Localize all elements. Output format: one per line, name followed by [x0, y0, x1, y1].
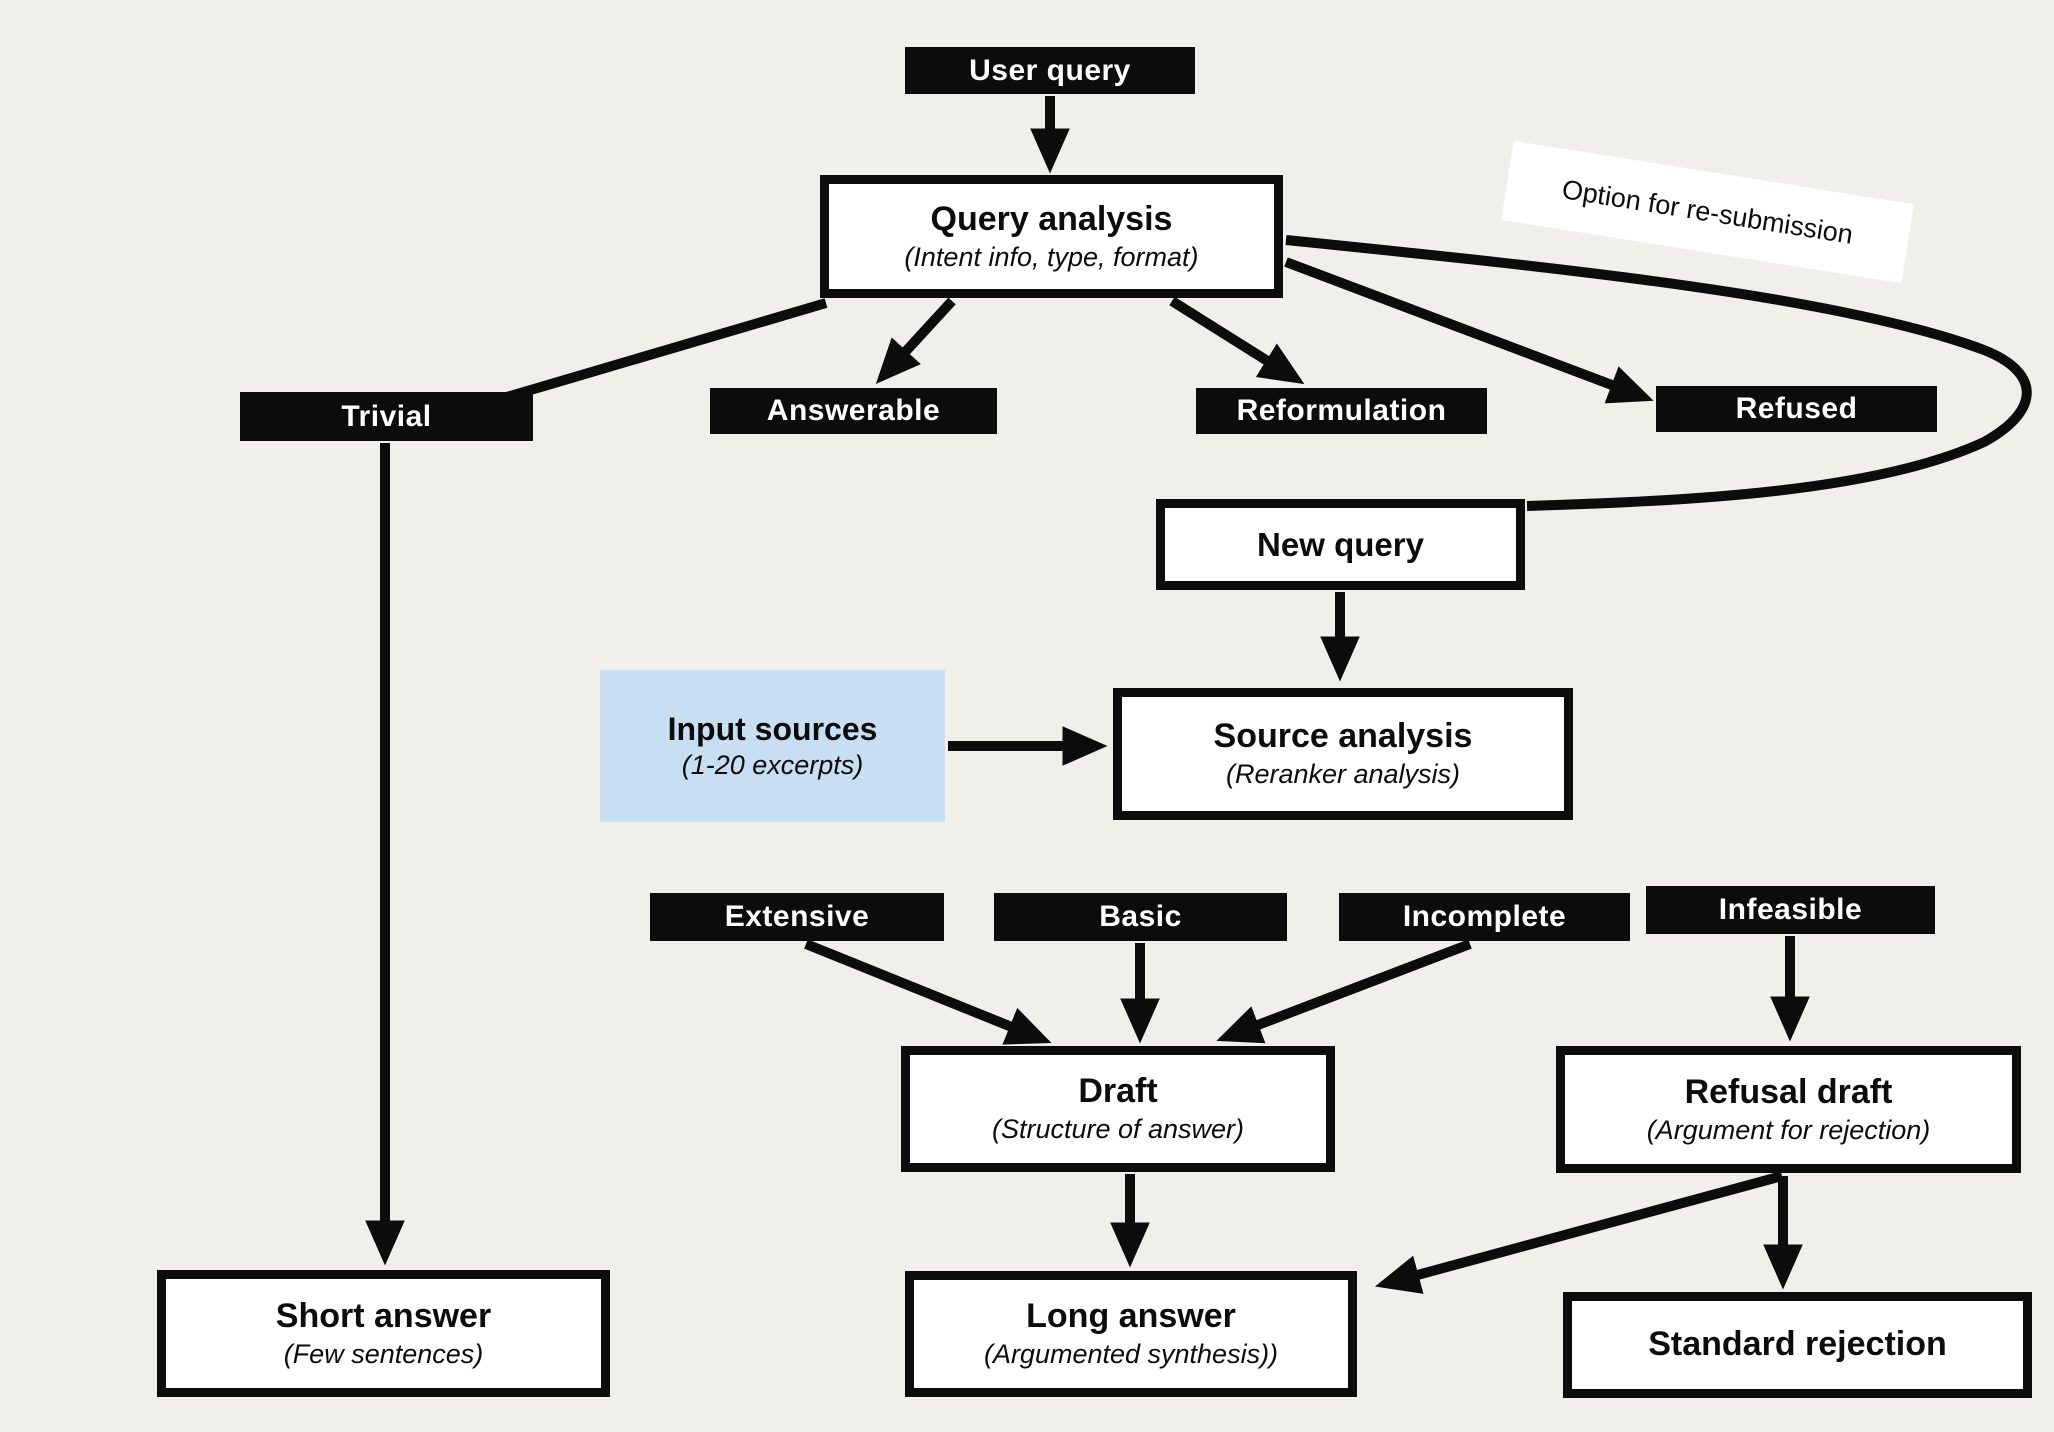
long-answer-subtitle: (Argumented synthesis))	[983, 1339, 1279, 1370]
basic-label: Basic	[1099, 900, 1182, 933]
node-extensive[interactable]: Extensive	[650, 893, 944, 941]
short-answer-title: Short answer	[275, 1296, 492, 1335]
arrow-incomplete-to-draft	[1216, 939, 1472, 1044]
arrow-query-analysis-to-answerable	[875, 297, 956, 384]
node-answerable[interactable]: Answerable	[710, 388, 997, 434]
new-query-label: New query	[1257, 525, 1424, 563]
node-reformulation[interactable]: Reformulation	[1196, 388, 1487, 434]
node-refusal-draft[interactable]: Refusal draft (Argument for rejection)	[1556, 1046, 2021, 1173]
input-sources-title: Input sources	[667, 711, 878, 748]
node-new-query[interactable]: New query	[1156, 499, 1525, 590]
source-analysis-title: Source analysis	[1213, 717, 1473, 756]
standard-rejection-label: Standard rejection	[1648, 1325, 1947, 1364]
query-analysis-title: Query analysis	[930, 199, 1173, 238]
draft-subtitle: (Structure of answer)	[991, 1114, 1245, 1145]
reformulation-label: Reformulation	[1236, 394, 1447, 427]
user-query-label: User query	[969, 53, 1131, 87]
refusal-draft-subtitle: (Argument for rejection)	[1646, 1114, 1931, 1145]
node-trivial[interactable]: Trivial	[240, 392, 533, 441]
node-infeasible[interactable]: Infeasible	[1646, 886, 1935, 934]
node-user-query[interactable]: User query	[905, 47, 1195, 94]
node-long-answer[interactable]: Long answer (Argumented synthesis))	[905, 1271, 1357, 1397]
arrow-query-analysis-to-refused	[1284, 257, 1654, 404]
refusal-draft-title: Refusal draft	[1684, 1072, 1893, 1111]
short-answer-subtitle: (Few sentences)	[283, 1338, 484, 1369]
node-refused[interactable]: Refused	[1656, 386, 1937, 432]
draft-title: Draft	[1078, 1072, 1158, 1111]
answerable-label: Answerable	[766, 394, 941, 427]
node-incomplete[interactable]: Incomplete	[1339, 893, 1630, 941]
query-analysis-subtitle: (Intent info, type, format)	[904, 241, 1199, 272]
node-source-analysis[interactable]: Source analysis (Reranker analysis)	[1113, 688, 1573, 820]
node-basic[interactable]: Basic	[994, 893, 1287, 941]
arrow-refusal-draft-to-long-answer	[1374, 1171, 1784, 1294]
long-answer-title: Long answer	[1026, 1297, 1236, 1336]
incomplete-label: Incomplete	[1402, 900, 1567, 933]
input-sources-subtitle: (1-20 excerpts)	[681, 749, 864, 780]
arrow-query-analysis-to-reformulation	[1169, 296, 1305, 385]
refused-label: Refused	[1735, 392, 1858, 425]
node-standard-rejection[interactable]: Standard rejection	[1563, 1292, 2032, 1398]
node-short-answer[interactable]: Short answer (Few sentences)	[157, 1270, 610, 1397]
arrow-extensive-to-draft	[804, 939, 1052, 1045]
infeasible-label: Infeasible	[1718, 893, 1863, 926]
loop-query-analysis-to-new-query	[1285, 235, 2032, 511]
node-input-sources[interactable]: Input sources (1-20 excerpts)	[600, 670, 945, 822]
node-draft[interactable]: Draft (Structure of answer)	[901, 1046, 1335, 1172]
node-query-analysis[interactable]: Query analysis (Intent info, type, forma…	[820, 175, 1283, 298]
source-analysis-subtitle: (Reranker analysis)	[1225, 759, 1461, 790]
trivial-label: Trivial	[341, 399, 432, 433]
extensive-label: Extensive	[724, 900, 870, 933]
